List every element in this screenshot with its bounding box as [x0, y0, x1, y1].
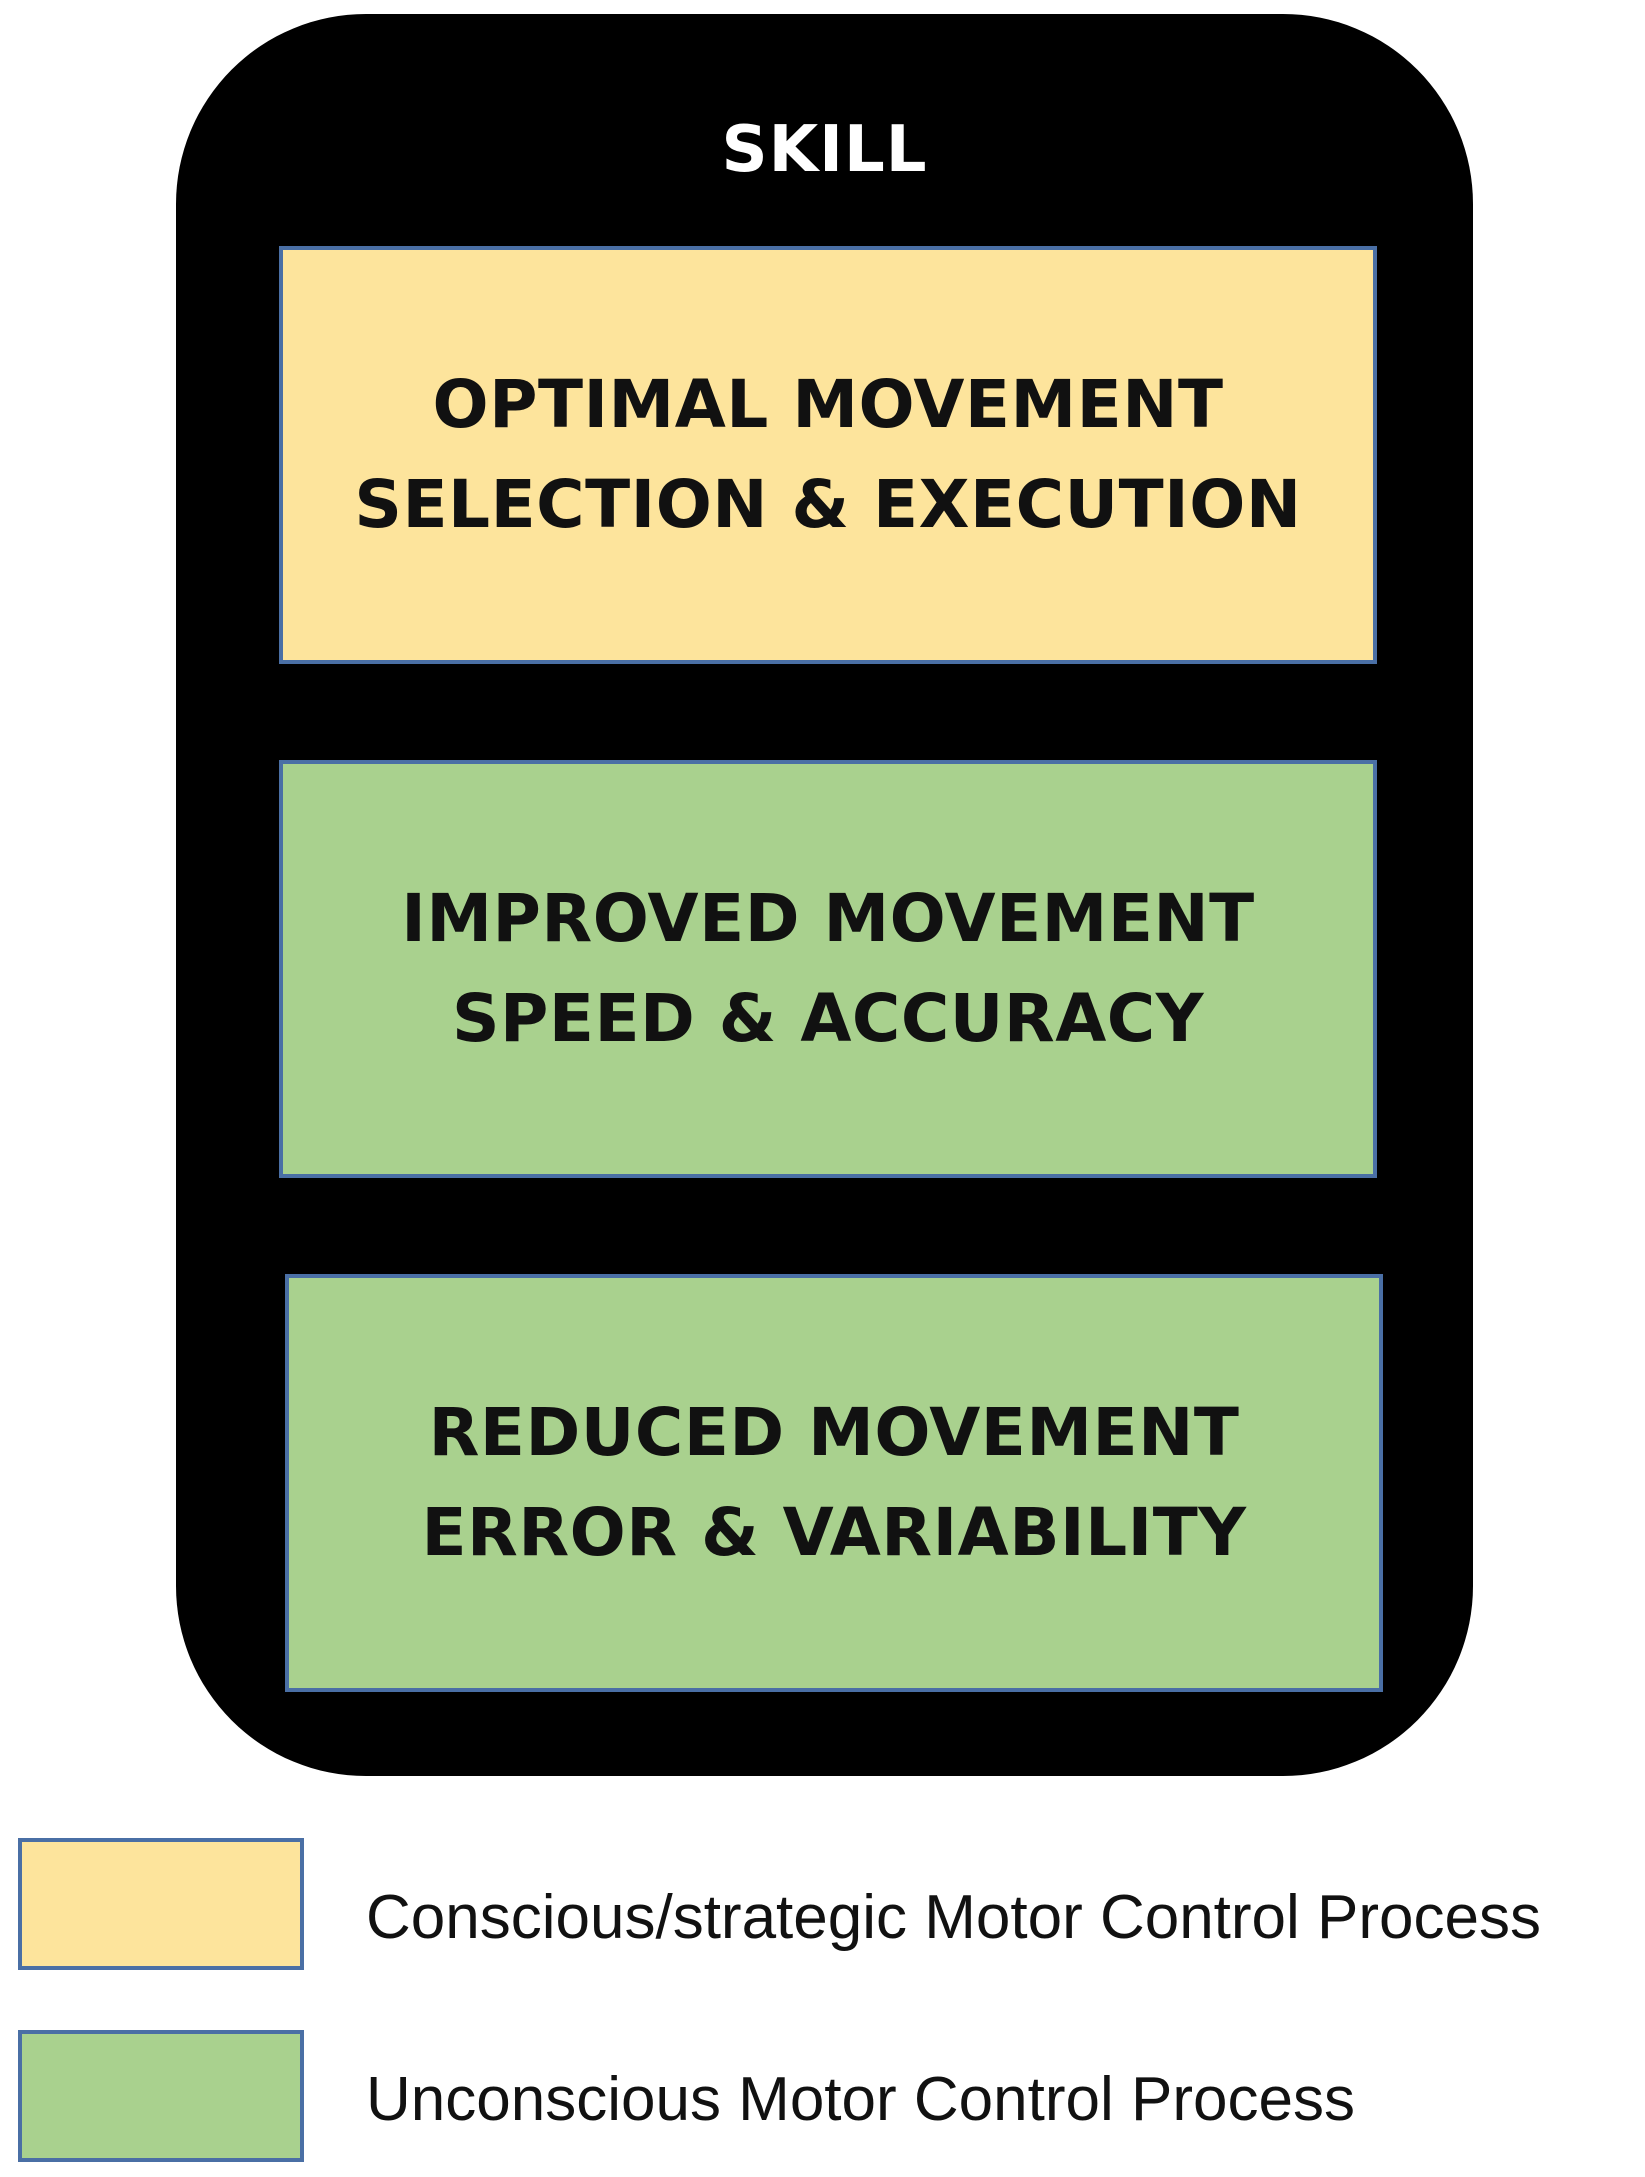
level-box-improved-movement: IMPROVED MOVEMENT SPEED & ACCURACY [279, 760, 1377, 1178]
legend-swatch-conscious [18, 1838, 304, 1970]
skill-title: SKILL [721, 113, 928, 187]
level-box-reduced-movement: REDUCED MOVEMENT ERROR & VARIABILITY [285, 1274, 1383, 1692]
legend-swatch-unconscious [18, 2030, 304, 2162]
level-box-optimal-movement: OPTIMAL MOVEMENT SELECTION & EXECUTION [279, 246, 1377, 664]
level-label-reduced-movement: REDUCED MOVEMENT ERROR & VARIABILITY [421, 1394, 1247, 1571]
level-label-optimal-movement: OPTIMAL MOVEMENT SELECTION & EXECUTION [354, 366, 1302, 543]
level-label-improved-movement: IMPROVED MOVEMENT SPEED & ACCURACY [401, 880, 1255, 1057]
legend-label-conscious: Conscious/strategic Motor Control Proces… [366, 1883, 1542, 1952]
legend-label-unconscious: Unconscious Motor Control Process [366, 2065, 1355, 2134]
